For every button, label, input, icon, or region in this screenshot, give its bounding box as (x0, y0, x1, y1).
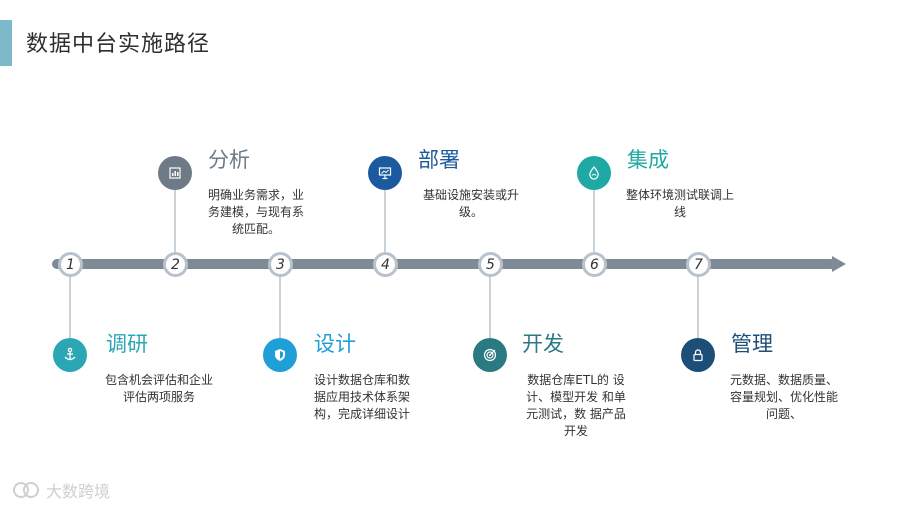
watermark-logo-icon (13, 482, 39, 498)
stage-title-5: 开发 (522, 332, 564, 356)
presentation-icon (368, 156, 402, 190)
stage-desc-1: 包含机会评估和企业评估两项服务 (104, 373, 213, 404)
step-node-3: 3 (268, 252, 293, 277)
step-node-7: 7 (686, 252, 711, 277)
stage-title-4: 部署 (418, 148, 460, 172)
stage-title-7: 管理 (731, 332, 773, 356)
chart-icon (158, 156, 192, 190)
lock-icon (681, 338, 715, 372)
target-icon (473, 338, 507, 372)
watermark: 大数跨境 (12, 478, 110, 502)
stage-title-2: 分析 (208, 148, 250, 172)
shield-icon (263, 338, 297, 372)
step-node-2: 2 (163, 252, 188, 277)
stage-title-3: 设计 (314, 332, 356, 356)
stage-title-6: 集成 (627, 148, 669, 172)
step-node-4: 4 (373, 252, 398, 277)
step-number: 3 (276, 256, 285, 273)
step-node-5: 5 (478, 252, 503, 277)
title-accent-bar (0, 20, 12, 66)
step-node-1: 1 (58, 252, 83, 277)
droplet-icon (577, 156, 611, 190)
step-number: 2 (171, 256, 180, 273)
step-number: 1 (66, 256, 75, 273)
stage-desc-7: 元数据、数据质量、容量规划、优化性能问题、 (729, 373, 838, 421)
page-title: 数据中台实施路径 (26, 32, 211, 57)
step-number: 5 (486, 256, 495, 273)
watermark-text: 大数跨境 (46, 482, 111, 501)
stage-title-1: 调研 (106, 332, 148, 356)
step-number: 4 (381, 256, 390, 273)
stage-desc-3: 设计数据仓库和数据应用技术体系架构，完成详细设计 (313, 373, 410, 421)
step-number: 6 (590, 256, 599, 273)
stage-desc-2: 明确业务需求，业务建模，与现有系统匹配。 (207, 188, 304, 236)
anchor-icon (53, 338, 87, 372)
step-node-6: 6 (582, 252, 607, 277)
stage-desc-6: 整体环境测试联调上线 (625, 188, 734, 219)
step-number: 7 (694, 256, 703, 273)
stage-desc-4: 基础设施安装或升级。 (422, 188, 519, 219)
stage-desc-5: 数据仓库ETL的 设计、模型开发 和单元测试，数 据产品开发 (526, 373, 626, 438)
